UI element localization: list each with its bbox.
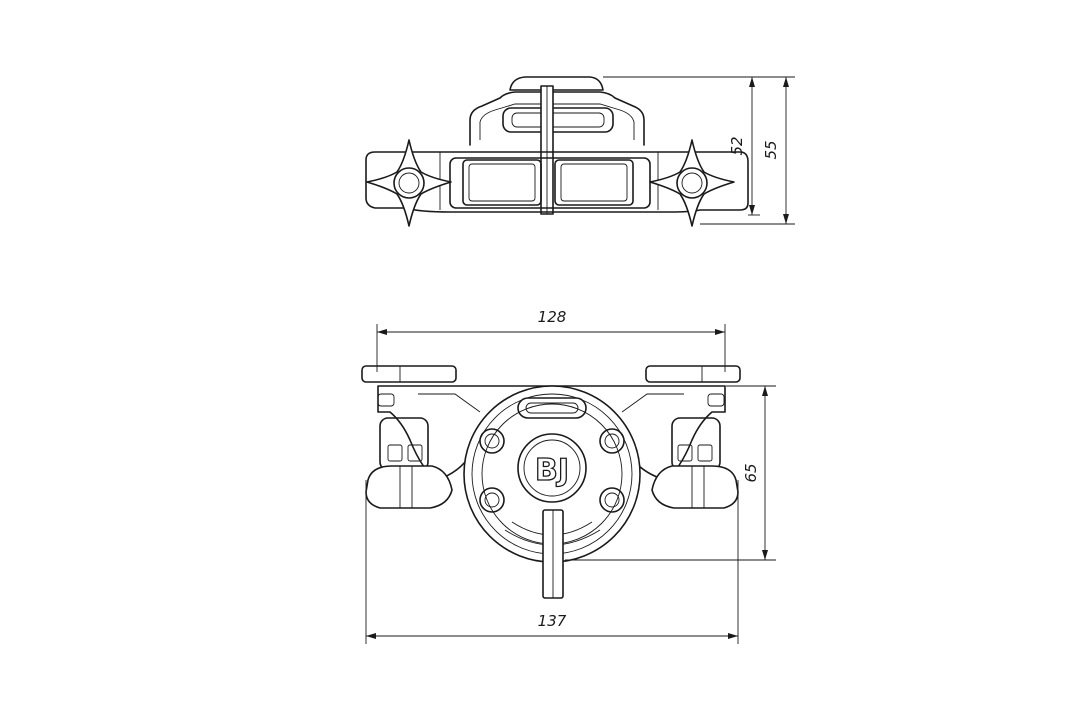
- bolt-bottom-left: [479, 487, 505, 513]
- dome-housing: [469, 91, 645, 146]
- left-block: [462, 159, 542, 206]
- top-view: 52 55: [365, 76, 795, 227]
- bottom-view: BJ 128 65 137: [361, 308, 776, 644]
- right-knob: [651, 417, 739, 509]
- dim-label-65: 65: [742, 463, 760, 482]
- top-cap: [509, 76, 604, 91]
- center-logo-ring: [517, 433, 587, 503]
- dim-label-128: 128: [538, 308, 567, 326]
- right-clamp-bar: [645, 365, 741, 383]
- logo-mark: BJ: [535, 453, 569, 488]
- dim-label-55: 55: [762, 140, 780, 159]
- right-star-knob: [649, 139, 735, 227]
- bolt-bottom-right: [599, 487, 625, 513]
- dim-label-52: 52: [728, 136, 746, 155]
- bolt-top-right: [599, 428, 625, 454]
- right-block: [554, 159, 634, 206]
- dome-slot: [502, 107, 614, 133]
- left-knob: [365, 417, 453, 509]
- left-star-knob: [366, 139, 452, 227]
- left-clamp-bar: [361, 365, 457, 383]
- bolt-top-left: [479, 428, 505, 454]
- rail-body: [365, 151, 749, 213]
- dim-label-137: 137: [538, 612, 567, 630]
- disc-slot: [517, 397, 587, 419]
